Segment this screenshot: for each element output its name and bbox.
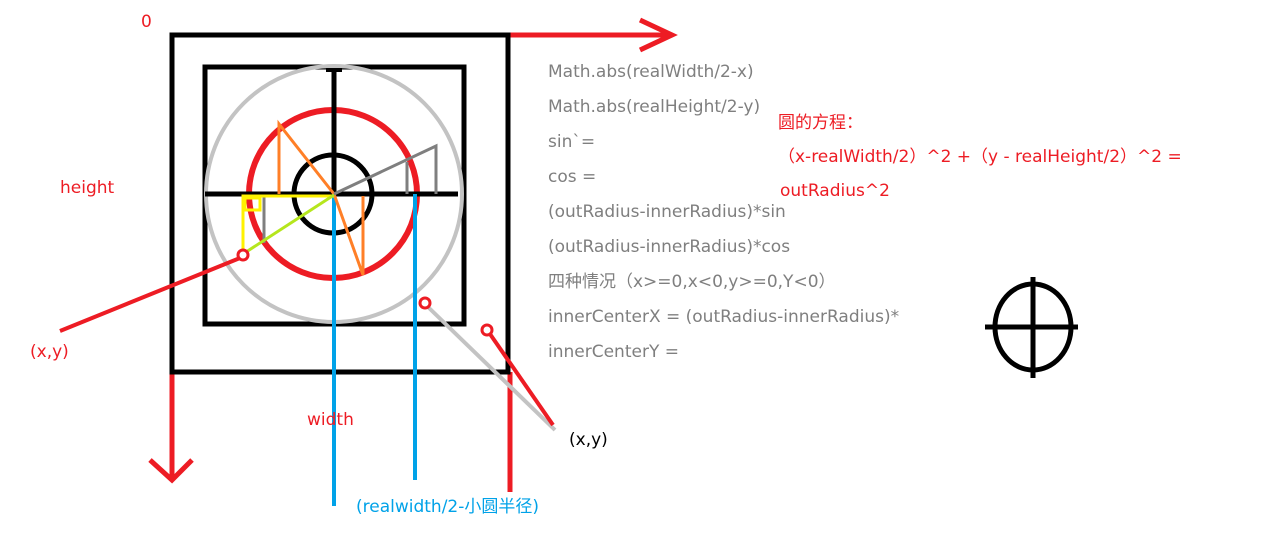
height-label: height [60, 178, 115, 198]
note-line: innerCenterY = [548, 342, 679, 362]
x-axis-arrow [505, 17, 678, 53]
note-line: sin`= [548, 132, 596, 152]
point-left-marker [236, 248, 250, 262]
yellow-triangle [241, 194, 334, 254]
note-line: Math.abs(realWidth/2-x) [548, 62, 754, 82]
width-label: width [307, 410, 354, 430]
note-line: (outRadius-innerRadius)*cos [548, 237, 791, 257]
equation-line2: outRadius^2 [780, 181, 890, 201]
y-axis-arrow [148, 372, 194, 484]
point-left-label: (x,y) [30, 342, 69, 362]
note-line: Math.abs(realHeight/2-y) [548, 97, 761, 117]
orange-triangles [277, 119, 365, 276]
equation-title: 圆的方程： [778, 113, 863, 133]
note-line: 四种情况（x>=0,x<0,y>=0,Y<0） [548, 272, 836, 292]
point-right-marker [480, 323, 494, 337]
outer-frame [169, 32, 511, 375]
point-gray-marker [418, 296, 432, 310]
blue-note: (realwidth/2-小圆半径) [356, 497, 540, 517]
point-right-label: (x,y) [569, 430, 608, 450]
pointer-right [488, 332, 555, 427]
pointer-left [59, 256, 241, 333]
green-radius-line [242, 193, 335, 256]
pointer-gray [425, 304, 557, 432]
origin-label: 0 [141, 12, 152, 32]
note-line: (outRadius-innerRadius)*sin [548, 202, 786, 222]
crosshair-icon [985, 277, 1078, 378]
gray-triangle [262, 143, 438, 243]
equation-line1: （x-realWidth/2）^2 +（y - realHeight/2）^2 … [778, 147, 1182, 167]
note-line: innerCenterX = (outRadius-innerRadius)* [548, 307, 900, 327]
note-line: cos = [548, 167, 597, 187]
